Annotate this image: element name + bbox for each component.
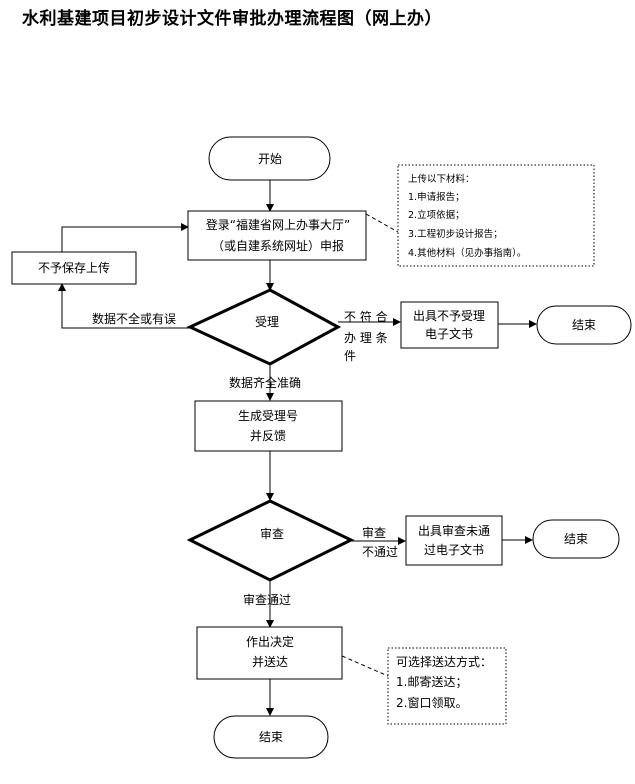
accept-decision [186,288,342,366]
review-fail-doc-box [405,515,503,566]
generate-line2: 并反馈 [250,429,286,443]
review-label: 审查 [260,526,284,541]
end-node-3 [213,715,329,759]
note-connector-delivery [341,655,389,677]
edge-label-not-qualified-1: 不 符 合 [344,309,388,324]
delivery-note [387,647,507,725]
decision-line1: 作出决定 [246,634,294,649]
edge-label-not-qualified-3: 件 [344,349,356,363]
login-label-line2: （或自建系统网址）申报 [212,238,344,253]
materials-note-line2: 1.申请报告； [408,191,465,203]
end-label-3: 结束 [259,730,283,744]
decision-box [196,626,343,680]
decision-line2: 并送达 [252,654,288,669]
start-label: 开始 [258,152,282,166]
note-connector-materials [365,213,399,233]
login-box [187,210,367,261]
edge-label-not-qualified-2: 办 理 条 [344,330,388,345]
edge-label-review-fail-2: 不通过 [362,545,398,559]
end-label-2: 结束 [564,532,588,546]
edge-label-review-fail-1: 审查 [362,525,386,540]
review-decision [186,499,355,582]
generate-box [194,400,343,452]
accept-label: 受理 [255,315,279,329]
edge-accept-incomplete [58,283,190,329]
not-saved-box [11,251,137,285]
reject-doc-line2: 电子文书 [425,326,473,341]
materials-note-line1: 上传以下材料： [408,173,475,185]
not-saved-label: 不予保存上传 [38,260,110,275]
materials-note-line5: 4.其他材料（见办事指南）。 [408,247,526,259]
materials-note-line3: 2.立项依据； [408,209,465,221]
materials-note [397,164,595,267]
delivery-note-line3: 2.窗口领取。 [396,696,467,710]
edge-label-complete: 数据齐全准确 [229,375,301,390]
end-node-1 [536,305,632,345]
end-node-2 [532,519,620,559]
edge-label-review-pass: 审查通过 [243,592,291,607]
end-label-1: 结束 [572,318,596,332]
login-label-line1: 登录“福建省网上办事大厅” [206,217,350,232]
materials-note-line4: 3.工程初步设计报告； [408,228,503,240]
start-node [208,136,331,181]
reject-doc-line1: 出具不予受理 [413,309,485,323]
page-title: 水利基建项目初步设计文件审批办理流程图（网上办） [22,9,442,29]
reject-doc-box [400,301,499,349]
delivery-note-line1: 可选择送达方式： [396,654,492,669]
edge-notsaved-login [61,223,189,252]
review-fail-doc-line2: 过电子文书 [424,542,484,557]
edge-label-incomplete: 数据不全或有误 [92,311,176,326]
generate-line1: 生成受理号 [238,409,298,423]
delivery-note-line2: 1.邮寄送达； [396,674,467,689]
review-fail-doc-line1: 出具审查未通 [418,523,490,538]
